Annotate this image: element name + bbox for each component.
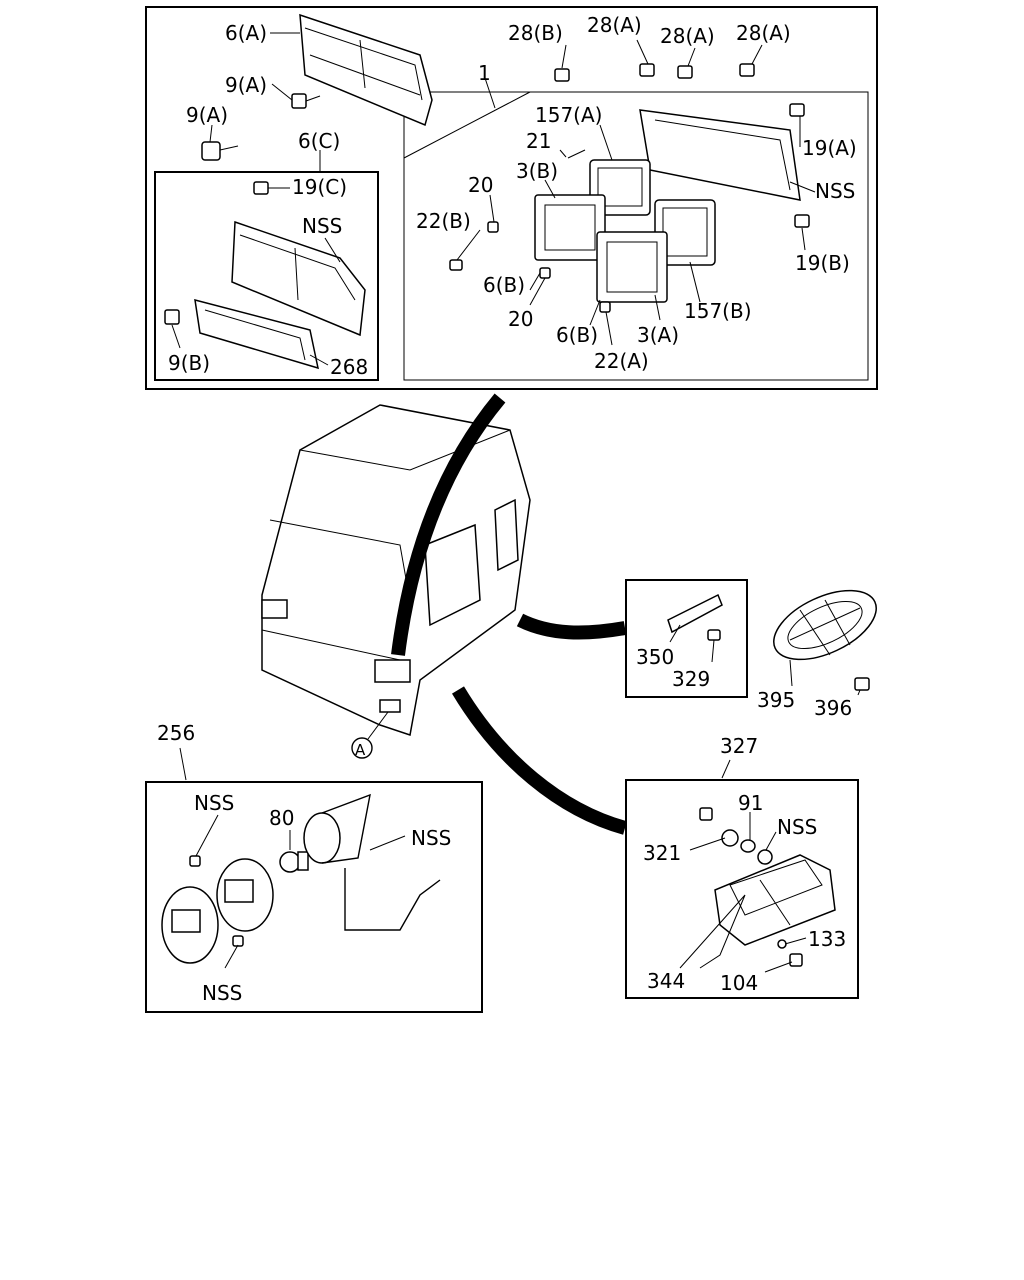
label-19b: 19(B) [795,251,850,275]
cover-6a-part [299,13,433,127]
label-157a: 157(A) [535,103,602,127]
label-321: 321 [643,841,681,865]
label-28b: 28(B) [508,21,563,45]
label-80: 80 [269,806,294,830]
seal-nss-icon [757,849,773,865]
bulb-91-icon [740,839,756,853]
screw-9b-icon [164,309,180,325]
screw-9a-2-icon [201,141,239,161]
bezel-6b-upper-part [534,194,606,261]
lamp-157b-part [654,199,716,266]
label-nss-256-top: NSS [194,791,234,815]
inset-6c-frame [154,171,379,381]
label-28a-2: 28(A) [660,24,715,48]
bulb-80-icon [279,851,309,873]
label-28a-3: 28(A) [736,21,791,45]
label-133: 133 [808,927,846,951]
label-20-2: 20 [508,307,533,331]
label-157b: 157(B) [684,299,752,323]
screws-nss-256-icons [189,855,244,947]
label-21: 21 [526,129,551,153]
lamp-housing-256-part [303,793,441,931]
screw-396-icon [854,677,870,691]
label-nss-327: NSS [777,815,817,839]
bracket-1-part [639,109,801,201]
label-350: 350 [636,645,674,669]
label-6c: 6(C) [298,129,340,153]
label-9a-2: 9(A) [186,103,228,127]
label-91: 91 [738,791,763,815]
panel-327-frame [625,779,859,999]
label-nss-6c: NSS [302,214,342,238]
work-lamp-395-part [773,589,877,661]
side-lamp-327-part [714,854,836,946]
label-callout-a: A [355,741,366,759]
panel-350-frame [625,579,748,698]
screw-28-icons [554,63,755,82]
label-268: 268 [330,355,368,379]
inset-1-frame [403,91,869,381]
label-329: 329 [672,667,710,691]
grille-6c-part [231,220,366,337]
screws-20-22-icons [449,149,611,313]
leader-to-marker [516,613,627,640]
leader-lines [171,32,861,973]
clip-19-icons [789,103,810,228]
label-6b-2: 6(B) [556,323,598,347]
clip-19c-icon [253,181,269,195]
socket-321-icon [699,807,739,847]
leader-to-headlamp [391,393,506,656]
panel-268-part [194,298,319,370]
truck-cab-part [261,404,531,736]
label-396: 396 [814,696,852,720]
label-19a: 19(A) [802,136,857,160]
label-3b: 3(B) [516,159,558,183]
bezel-6b-lower-part [596,231,668,303]
label-nss-1: NSS [815,179,855,203]
label-28a-1: 28(A) [587,13,642,37]
label-104: 104 [720,971,758,995]
label-344: 344 [647,969,685,993]
label-6b-1: 6(B) [483,273,525,297]
inset-1-leader [403,91,531,159]
label-6a: 6(A) [225,21,267,45]
label-19c: 19(C) [292,175,347,199]
label-20: 20 [468,173,493,197]
label-1: 1 [478,61,491,85]
top-panel-frame [145,6,878,390]
label-256: 256 [157,721,195,745]
callout-a-marker [351,737,373,759]
lamp-256-part [161,858,274,964]
label-22b: 22(B) [416,209,471,233]
screws-104-133-icons [777,939,803,967]
label-395: 395 [757,688,795,712]
label-nss-256-right: NSS [411,826,451,850]
leader-to-side-lamp [451,686,627,835]
label-327: 327 [720,734,758,758]
panel-256-frame [145,781,483,1013]
bracket-350-part [667,593,723,641]
label-9b: 9(B) [168,351,210,375]
screw-9a-icon [291,93,321,109]
label-22a: 22(A) [594,349,649,373]
label-nss-256-bottom: NSS [202,981,242,1005]
label-9a: 9(A) [225,73,267,97]
label-3a: 3(A) [637,323,679,347]
